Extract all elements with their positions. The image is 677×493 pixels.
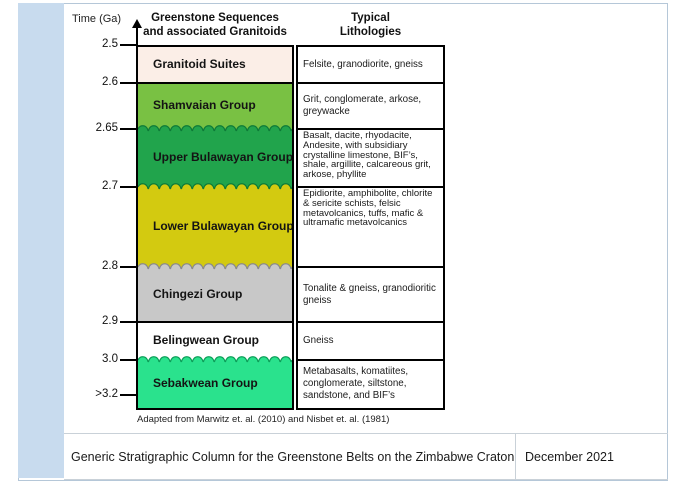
column-header-greenstone: Greenstone Sequences and associated Gran…: [130, 11, 300, 39]
lithology-row-divider: [298, 321, 443, 323]
column-header-lithologies-line1: Typical: [351, 12, 390, 24]
column-header-lithologies: Typical Lithologies: [296, 11, 445, 39]
unit-label-belingwean-group: Belingwean Group: [153, 333, 260, 347]
lithology-text: Tonalite & gneiss, granodioritic gneiss: [303, 282, 436, 306]
lithology-cell-belingwean-group: Gneiss: [298, 322, 443, 360]
lithology-text: Grit, conglomerate, arkose, greywacke: [303, 94, 422, 117]
unit-label-shamvaian-group: Shamvaian Group: [153, 98, 256, 112]
unit-label-granitoid-suites: Granitoid Suites: [153, 57, 246, 71]
unit-block-sebakwean-group: [138, 360, 292, 408]
tick-label: 2.6: [102, 76, 118, 88]
tick-line: [120, 82, 137, 84]
tick-label: 3.0: [102, 353, 118, 365]
unit-label-lower-bulawayan-group: Lower Bulawayan Group: [153, 219, 292, 233]
up-arrow-icon: [132, 19, 142, 28]
time-axis-title: Time (Ga): [72, 13, 122, 25]
tick-label: 2.9: [102, 315, 118, 327]
lithology-row-divider: [298, 266, 443, 268]
tick-line: [120, 394, 137, 396]
unit-label-upper-bulawayan-group: Upper Bulawayan Group: [153, 150, 292, 164]
conformable-contact-line: [138, 82, 292, 84]
lithology-text: Gneiss: [303, 335, 334, 346]
unit-label-chingezi-group: Chingezi Group: [153, 286, 243, 301]
tick-line: [120, 44, 137, 46]
footer-date: December 2021: [525, 449, 614, 464]
unit-block-chingezi-group: [138, 267, 292, 322]
footer-bar: Generic Stratigraphic Column for the Gre…: [64, 433, 668, 480]
tick-label: >3.2: [95, 388, 118, 400]
lithology-cell-chingezi-group: Tonalite & gneiss, granodioritic gneiss: [298, 267, 443, 322]
column-header-greenstone-line1: Greenstone Sequences: [151, 12, 279, 24]
tick-label: 2.7: [102, 180, 118, 192]
source-caption: Adapted from Marwitz et. al. (2010) and …: [137, 414, 390, 425]
conformable-contact-line: [138, 321, 292, 323]
tick-line: [120, 321, 137, 323]
tick-label: 2.65: [95, 122, 118, 134]
unconformity-wave: [138, 257, 292, 271]
unconformity-wave: [138, 177, 292, 191]
unconformity-wave: [138, 119, 292, 133]
tick-line: [120, 186, 137, 188]
lithology-cell-upper-bulawayan-group: Basalt, dacite, rhyodacite, Andesite, wi…: [298, 129, 443, 187]
tick-line: [120, 266, 137, 268]
lithology-cell-granitoid-suites: Felsite, granodiorite, gneiss: [298, 47, 443, 83]
unconformity-wave: [138, 350, 292, 364]
lithology-text: Basalt, dacite, rhyodacite, Andesite, wi…: [303, 130, 431, 181]
tick-label: 2.8: [102, 260, 118, 272]
lithology-text: Epidiorite, amphibolite, chlorite & seri…: [303, 188, 433, 229]
column-header-lithologies-line2: Lithologies: [339, 26, 402, 38]
lithology-row-divider: [298, 359, 443, 361]
lithology-cell-lower-bulawayan-group: Epidiorite, amphibolite, chlorite & seri…: [298, 187, 443, 267]
footer-divider: [515, 434, 516, 479]
unit-label-sebakwean-group: Sebakwean Group: [153, 376, 258, 390]
tick-line: [120, 359, 137, 361]
lithology-row-divider: [298, 82, 443, 84]
tick-label: 2.5: [102, 38, 118, 50]
unit-block-lower-bulawayan-group: [138, 187, 292, 267]
lithology-text: Felsite, granodiorite, gneiss: [303, 59, 423, 70]
lithology-row-divider: [298, 186, 443, 188]
lithology-row-divider: [298, 128, 443, 130]
tick-line: [120, 128, 137, 130]
accent-band: [18, 3, 64, 478]
footer-title: Generic Stratigraphic Column for the Gre…: [71, 449, 515, 464]
time-axis-arrow-shaft: [136, 27, 138, 47]
column-header-greenstone-line2: and associated Granitoids: [143, 26, 287, 38]
lithology-text: Metabasalts, komatiites, conglomerate, s…: [303, 366, 409, 401]
lithology-cell-sebakwean-group: Metabasalts, komatiites, conglomerate, s…: [298, 360, 443, 408]
lithology-cell-shamvaian-group: Grit, conglomerate, arkose, greywacke: [298, 83, 443, 129]
unit-block-granitoid-suites: [138, 47, 292, 83]
